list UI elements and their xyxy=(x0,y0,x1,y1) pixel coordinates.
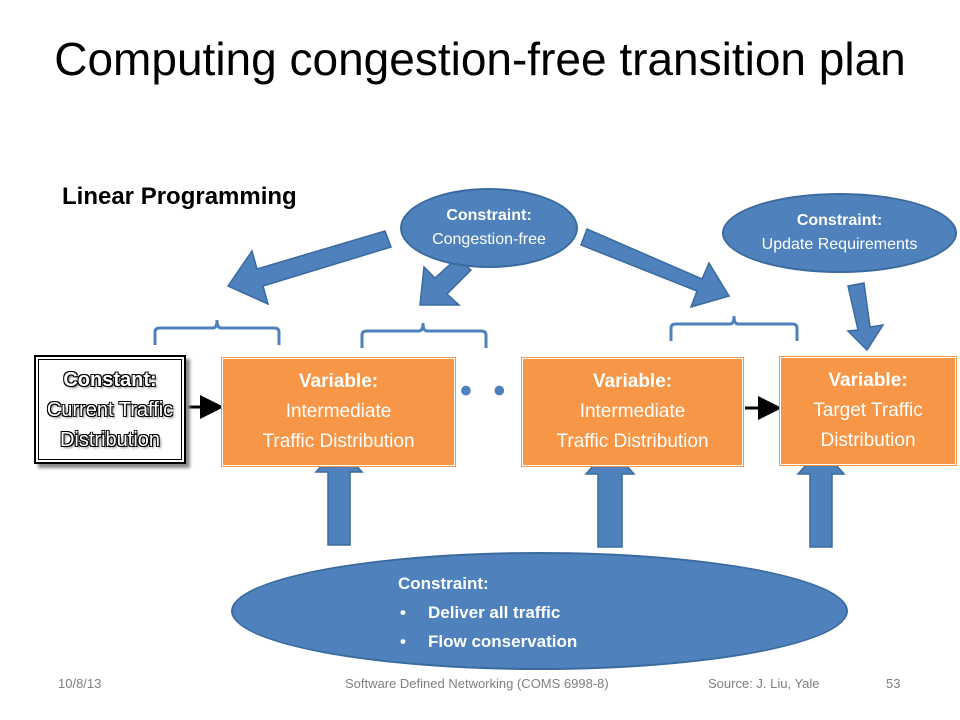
variable-box-target: Variable: Target Traffic Distribution xyxy=(780,357,956,465)
constant-box-line2: Distribution xyxy=(59,428,161,451)
constraint-update-body: Update Requirements xyxy=(761,236,918,253)
target-box-line2: Distribution xyxy=(820,430,916,451)
variable-box-intermediate-1: Variable: Intermediate Traffic Distribut… xyxy=(222,358,455,466)
variable-box-2-line2: Traffic Distribution xyxy=(556,431,709,452)
arrow-update-to-target xyxy=(846,282,885,352)
brace-3 xyxy=(669,315,799,341)
variable-box-2-head: Variable: xyxy=(592,371,673,392)
bullet-icon: • xyxy=(400,632,406,651)
variable-box-intermediate-2: Variable: Intermediate Traffic Distribut… xyxy=(522,358,743,466)
variable-box-1-head: Variable: xyxy=(298,371,379,392)
constraint-bottom-item: • Deliver all traffic xyxy=(398,598,577,627)
variable-box-1-line2: Traffic Distribution xyxy=(262,431,415,452)
arrow-to-brace-1 xyxy=(226,230,392,306)
constraint-bottom-ellipse xyxy=(231,552,848,670)
footer-course: Software Defined Networking (COMS 6998-8… xyxy=(345,676,609,691)
constant-box-line1: Current Traffic xyxy=(46,398,174,421)
brace-1 xyxy=(153,319,281,345)
constraint-update-ellipse: Constraint: Update Requirements xyxy=(722,193,957,273)
constraint-congestion-body: Congestion-free xyxy=(432,231,546,248)
constraint-congestion-head: Constraint: xyxy=(446,207,532,224)
variable-box-1-line1: Intermediate xyxy=(285,401,392,422)
footer-page-number: 53 xyxy=(886,676,901,691)
constraint-bottom-list: • Deliver all traffic • Flow conservation xyxy=(398,598,577,656)
bullet-icon: • xyxy=(400,603,406,622)
constraint-bottom-head: Constraint: xyxy=(398,574,489,593)
footer-source: Source: J. Liu, Yale xyxy=(708,676,820,691)
constraint-bottom-item-label: Flow conservation xyxy=(428,632,578,651)
arrow-to-brace-2 xyxy=(419,256,473,306)
target-box-line1: Target Traffic xyxy=(813,400,923,421)
constraint-bottom-item-label: Deliver all traffic xyxy=(428,603,561,622)
slide-subtitle: Linear Programming xyxy=(62,183,297,210)
constraint-congestion-ellipse: Constraint: Congestion-free xyxy=(400,188,578,268)
constraint-bottom-text: Constraint: • Deliver all traffic • Flow c… xyxy=(398,569,577,656)
constraint-bottom-item: • Flow conservation xyxy=(398,627,577,656)
arrow-to-brace-3 xyxy=(580,227,731,309)
constant-box-head: Constant: xyxy=(63,368,157,391)
target-box-head: Variable: xyxy=(828,370,908,391)
footer-date: 10/8/13 xyxy=(58,676,102,691)
slide-title: Computing congestion-free transition pla… xyxy=(54,33,906,85)
brace-2 xyxy=(360,322,488,348)
variable-box-2-line1: Intermediate xyxy=(579,401,686,422)
constraint-update-head: Constraint: xyxy=(796,212,883,229)
constant-box: Constant: Current Traffic Distribution xyxy=(34,355,186,464)
